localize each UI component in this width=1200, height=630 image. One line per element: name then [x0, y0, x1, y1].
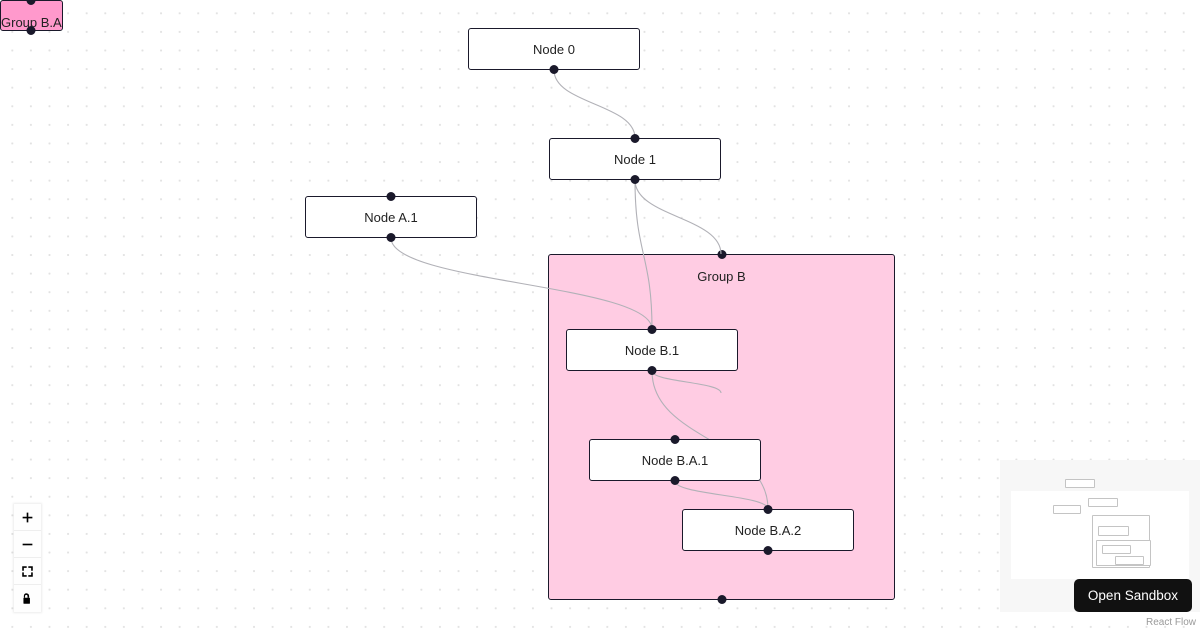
lock-toggle-button[interactable] — [14, 585, 41, 612]
node-b-a-2-source-handle[interactable] — [763, 546, 773, 555]
node-1-target-handle[interactable] — [630, 134, 640, 143]
group-b-a-source-handle[interactable] — [26, 26, 36, 35]
node-node-0[interactable]: Node 0 — [468, 28, 640, 74]
minimap-node — [1098, 526, 1129, 536]
react-flow-attribution[interactable]: React Flow — [1145, 617, 1196, 628]
minimap-node — [1065, 479, 1095, 488]
edge-node-1-to-group-b — [634, 179, 722, 255]
group-b-source-handle[interactable] — [717, 595, 726, 604]
node-node-b-1[interactable]: Node B.1 — [566, 325, 738, 375]
fit-view-button[interactable] — [14, 558, 41, 585]
group-b-label: Group B — [697, 269, 746, 284]
unlock-icon — [23, 593, 30, 604]
node-node-1[interactable]: Node 1 — [549, 134, 721, 184]
node-b-a-1-label: Node B.A.1 — [641, 452, 709, 468]
minimap-node — [1102, 545, 1131, 554]
node-b-a-1-target-handle[interactable] — [670, 435, 680, 444]
node-a-1-source-handle[interactable] — [386, 233, 396, 242]
group-b-a-target-handle[interactable] — [26, 0, 36, 5]
node-0-label: Node 0 — [533, 41, 575, 57]
group-b-target-handle[interactable] — [717, 250, 726, 259]
minimap-node — [1088, 498, 1118, 507]
minimap-node — [1115, 556, 1144, 565]
node-a-1-label: Node A.1 — [364, 209, 418, 225]
open-sandbox-button[interactable]: Open Sandbox — [1073, 579, 1192, 612]
zoom-in-button[interactable] — [14, 504, 41, 531]
node-node-a-1[interactable]: Node A.1 — [305, 192, 477, 242]
node-b-1-label: Node B.1 — [624, 342, 680, 358]
node-b-a-1-source-handle[interactable] — [670, 476, 680, 485]
node-a-1-target-handle[interactable] — [386, 192, 396, 201]
node-node-b-a-1[interactable]: Node B.A.1 — [589, 435, 761, 485]
minimap-node — [1053, 505, 1081, 514]
minimap-panel[interactable] — [1000, 460, 1200, 612]
plus-icon — [22, 512, 33, 522]
group-node-group-b-a[interactable]: Group B.A — [0, 0, 63, 35]
node-b-1-source-handle[interactable] — [647, 366, 657, 375]
node-b-a-2-target-handle[interactable] — [763, 505, 773, 514]
node-1-label: Node 1 — [614, 151, 656, 167]
node-1-source-handle[interactable] — [630, 175, 640, 184]
node-b-a-2-label: Node B.A.2 — [734, 522, 802, 538]
node-node-b-a-2[interactable]: Node B.A.2 — [682, 505, 854, 555]
zoom-out-button[interactable] — [14, 531, 41, 558]
fit-view-icon — [22, 565, 33, 577]
minus-icon — [22, 543, 33, 545]
edge-node-0-to-node-1 — [553, 69, 636, 139]
node-b-1-target-handle[interactable] — [647, 325, 657, 334]
node-0-source-handle[interactable] — [549, 65, 559, 74]
flow-controls-panel[interactable] — [14, 504, 41, 612]
